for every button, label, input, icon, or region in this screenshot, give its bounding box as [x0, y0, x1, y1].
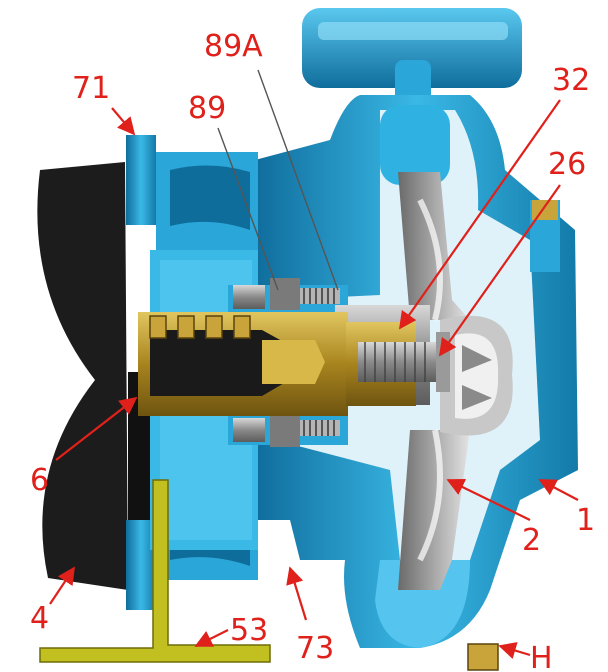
callout-73: 73: [296, 631, 334, 666]
baseplate: [39, 479, 271, 663]
shaft-keys: [149, 315, 251, 339]
callout-4: 4: [30, 601, 49, 636]
callout-53: 53: [230, 613, 268, 648]
callout-89a: 89A: [204, 29, 263, 64]
callout-1: 1: [576, 503, 595, 538]
callout-6: 6: [30, 463, 49, 498]
callout-h: H: [530, 641, 553, 672]
callout-32: 32: [552, 63, 590, 98]
drain-plug-h: [467, 643, 499, 671]
seal-gland-upper: [233, 285, 265, 309]
seal-gland-lower: [233, 418, 265, 442]
callout-71: 71: [72, 71, 110, 106]
callout-89: 89: [188, 91, 226, 126]
motor-body: [37, 162, 129, 590]
callout-26: 26: [548, 147, 586, 182]
callout-2: 2: [522, 523, 541, 558]
adapter-top-bar: [126, 135, 156, 225]
impeller-bolt: [358, 342, 440, 382]
leader-lines: [49, 69, 579, 659]
